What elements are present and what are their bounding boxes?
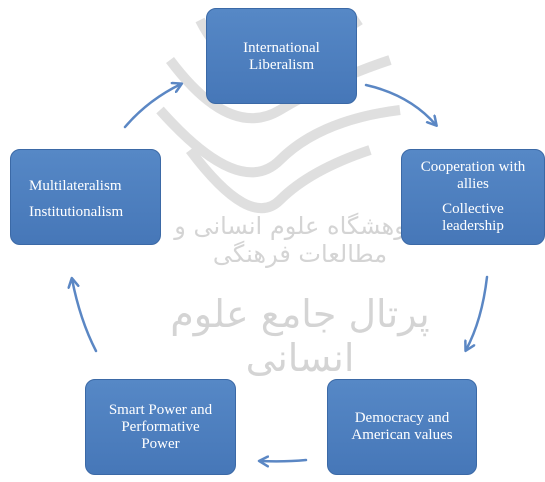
node-text-line: Liberalism [249,57,314,73]
node-text-line: Collective [442,201,504,217]
node-text-line: Smart Power and [108,401,213,418]
node-text-line: Multilateralism [29,178,122,194]
node-text-line: allies [457,176,489,192]
node-text-line: Performative [121,418,200,435]
node-text-line: American values [351,427,453,443]
node-text-line: International [243,40,320,56]
node-multilateralism: Multilateralism Institutionalism [10,149,161,245]
node-text-line: Institutionalism [29,204,124,220]
arrow-smart-power-to-multilateralism [72,279,98,353]
node-text-line: Democracy and [354,410,450,426]
node-text-line: Power [141,435,180,452]
arrow-cooperation-to-democracy [466,275,489,350]
watermark-text-line2: پرتال جامع علوم انسانی [170,292,430,380]
arrow-multilateralism-to-liberalism [123,84,181,129]
node-smart-power: Smart Power and Performative Power [85,379,236,475]
node-text-line: leadership [442,218,504,234]
node-democracy: Democracy and American values [327,379,477,475]
node-international-liberalism: International Liberalism [206,8,357,104]
watermark-text-line1: پژوهشگاه علوم انسانی و مطالعات فرهنگی [174,212,426,268]
arrow-liberalism-to-cooperation [364,83,436,125]
node-text-line: Cooperation with [420,159,526,175]
arrow-democracy-to-smart-power [260,460,308,461]
node-cooperation: Cooperation with allies Collective leade… [401,149,545,245]
